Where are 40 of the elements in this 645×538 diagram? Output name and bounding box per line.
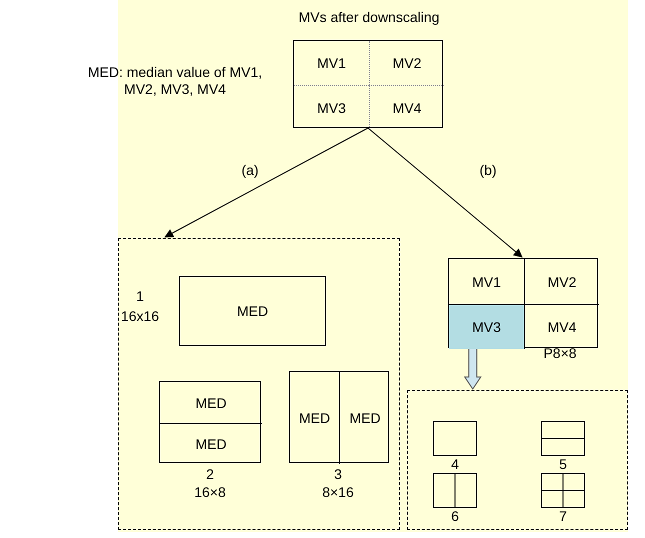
edge-label: (b) [478, 162, 498, 178]
cell-label: MED [339, 372, 390, 464]
note-text: MED: median value of MV1, MV2, MV3, MV4 [86, 64, 264, 98]
block-caption: 6 [450, 508, 460, 524]
edge-label: (a) [240, 162, 260, 178]
block-caption: 5 [558, 456, 568, 472]
cell-label: MED [290, 372, 339, 464]
box-shape [433, 421, 477, 456]
block-arrow [464, 348, 482, 390]
cell-label: MV3 [294, 85, 369, 129]
grid-box [448, 258, 598, 348]
dashed-group-box [407, 390, 628, 530]
block-caption: 16×8 [193, 484, 227, 500]
block-caption: 8×16 [321, 484, 355, 500]
dashed-group-box [118, 238, 400, 530]
block-caption: 2 [205, 466, 215, 482]
arrow [164, 128, 368, 238]
partition-box [159, 381, 261, 463]
block-caption: 7 [558, 508, 568, 524]
block-caption: 16x16 [120, 308, 160, 324]
cell-label: MV2 [524, 259, 599, 304]
cell-label: MV2 [369, 41, 444, 85]
arrow [368, 128, 523, 258]
cell-label: MV1 [294, 41, 369, 85]
cell-label: MED [160, 423, 262, 464]
heading-text: MVs after downscaling [298, 9, 440, 25]
cell-label: MV4 [524, 304, 599, 349]
cell-label: MED [160, 382, 262, 423]
cell-label: MV1 [449, 259, 524, 304]
block-box [179, 276, 326, 346]
block-caption: 4 [450, 456, 460, 472]
box-shape [541, 421, 585, 456]
block-caption: 1 [135, 288, 145, 304]
block-label: MED [236, 303, 268, 319]
cell-label: MV3 [449, 304, 524, 349]
block-caption: 3 [333, 466, 343, 482]
partition-box [289, 371, 389, 463]
box-shape [541, 473, 585, 508]
box-shape [433, 473, 477, 508]
cell-label: MV4 [369, 85, 444, 129]
